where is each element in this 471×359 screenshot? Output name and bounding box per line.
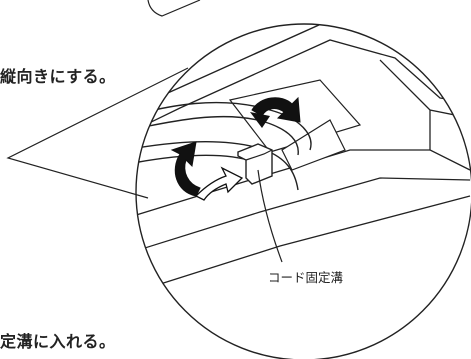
cord-groove-label: コード固定溝 xyxy=(268,270,344,285)
top-fragment-outline xyxy=(147,0,201,17)
device-bottom-edge xyxy=(136,177,471,263)
device-base-edge xyxy=(136,195,471,301)
instruction-step-upper: 縦向きにする。 xyxy=(0,67,116,86)
instruction-step-lower: 定溝に入れる。 xyxy=(0,332,116,351)
cord-fixing-hook xyxy=(237,143,273,185)
device-right-step xyxy=(379,59,471,171)
cord-fixing-hook-face xyxy=(245,149,273,161)
magnifier-wedge xyxy=(6,67,189,199)
curved-arrow-lower-icon xyxy=(194,166,244,201)
curved-arrow-left-icon xyxy=(170,141,201,197)
cord-upper-strand-inner xyxy=(136,115,299,156)
magnifier-circle xyxy=(135,23,471,359)
callout-leader-line xyxy=(257,169,283,263)
curved-arrow-top-icon xyxy=(251,96,301,123)
curved-arrow-top-head-icon xyxy=(250,112,270,128)
magnified-detail xyxy=(136,24,471,301)
cord-slot-inner-wall xyxy=(281,119,346,171)
device-lower-edge xyxy=(136,149,430,221)
